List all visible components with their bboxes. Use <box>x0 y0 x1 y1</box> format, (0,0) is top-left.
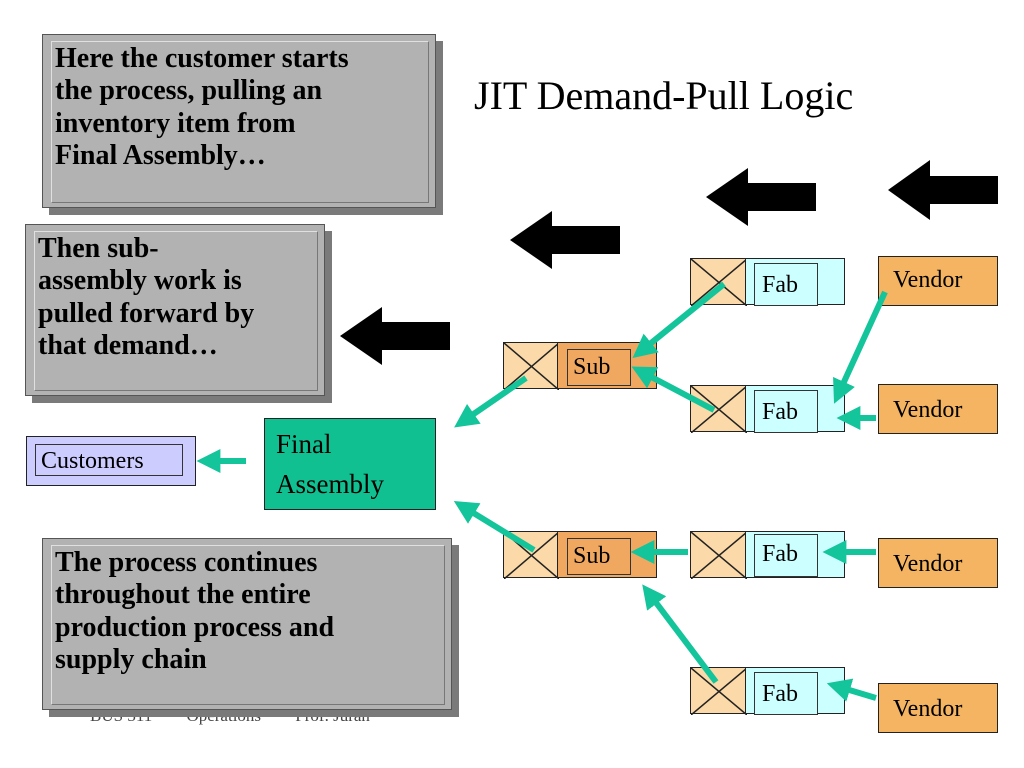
page-title: JIT Demand-Pull Logic <box>474 73 854 118</box>
flow-arrow-vendor4-to-fab4 <box>826 678 877 702</box>
black-pull-arrow-2 <box>706 168 816 226</box>
vendor-3-label: Vendor <box>893 551 963 577</box>
final-assembly-label-line2: Assembly <box>276 469 384 499</box>
callout-customer-starts: Here the customer starts the process, pu… <box>42 34 436 208</box>
sub-lower-label: Sub <box>573 543 611 569</box>
callout-customer-starts-text: Here the customer starts the process, pu… <box>55 43 349 172</box>
callout-subassembly-pulled: Then sub- assembly work is pulled forwar… <box>25 224 325 396</box>
vendor-2-label: Vendor <box>893 397 963 423</box>
flow-arrow-fab1-to-subupper <box>632 281 726 359</box>
flow-arrow-subupper-to-final <box>454 375 528 428</box>
customers-label: Customers <box>41 448 144 474</box>
vendor-4-node: Vendor <box>878 683 998 733</box>
final-assembly-node: Final Assembly <box>264 418 436 510</box>
fab-1-node: Fab <box>745 258 845 306</box>
vendor-4-label: Vendor <box>893 696 963 722</box>
flow-arrow-fab4-to-sublower <box>642 584 719 684</box>
fab-3-inventory-icon <box>690 531 747 579</box>
fab-4-inventory-icon <box>690 667 747 715</box>
callout-subassembly-pulled-text: Then sub- assembly work is pulled forwar… <box>38 233 255 362</box>
sub-upper-label: Sub <box>573 354 611 380</box>
fab-2-node: Fab <box>745 385 845 433</box>
flow-arrow-vendor1-to-fab2 <box>833 290 888 404</box>
black-pull-arrow-3 <box>510 211 620 269</box>
fab-2-label: Fab <box>762 399 798 425</box>
footer: BUS 311 Operations Prof. Juran <box>90 706 400 726</box>
fab-3-label: Fab <box>762 541 798 567</box>
sub-lower-node: Sub <box>557 531 657 578</box>
vendor-3-node: Vendor <box>878 538 998 588</box>
black-pull-arrow-4 <box>340 307 450 365</box>
customers-node: Customers <box>26 436 196 486</box>
callout-process-continues-text: The process continues throughout the ent… <box>55 547 335 676</box>
fab-1-inventory-icon <box>690 258 747 306</box>
footer-course: BUS 311 <box>90 706 153 725</box>
sub-upper-inventory-icon <box>503 342 559 390</box>
fab-4-label: Fab <box>762 681 798 707</box>
fab-1-label: Fab <box>762 272 798 298</box>
footer-author: Prof. Juran <box>295 706 370 725</box>
vendor-2-node: Vendor <box>878 384 998 434</box>
flow-arrow-sublower-to-final <box>453 500 536 553</box>
fab-3-node: Fab <box>745 531 845 578</box>
callout-process-continues: The process continues throughout the ent… <box>42 538 452 710</box>
final-assembly-label-line1: Final <box>276 429 332 459</box>
vendor-1-label: Vendor <box>893 267 963 293</box>
vendor-1-node: Vendor <box>878 256 998 306</box>
flow-arrow-fab2-to-subupper <box>631 366 716 413</box>
black-pull-arrow-1 <box>888 160 998 220</box>
fab-2-inventory-icon <box>690 385 747 433</box>
footer-subject: Operations <box>186 706 262 725</box>
